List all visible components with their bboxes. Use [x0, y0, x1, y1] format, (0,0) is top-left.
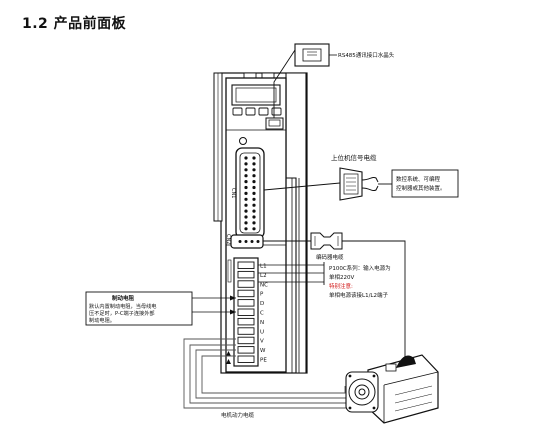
encoder-cable [342, 240, 406, 385]
terminal-label-l1: L1 [260, 264, 267, 270]
brake-note-box [85, 291, 193, 326]
power-line4: 单相电源该接L1/L2端子 [329, 291, 388, 299]
cn1-pin [244, 168, 248, 172]
cn1-pin [244, 185, 248, 190]
cn1-pin [244, 221, 248, 225]
cn1-pin [252, 180, 256, 184]
terminal-label-c: C [260, 311, 264, 317]
encoder-cable-label: 编码器电缆 [316, 253, 344, 261]
upper-cable-label: 上位机信号电缆 [331, 153, 377, 162]
cn1-pin [252, 227, 256, 231]
terminal-label-v: V [260, 339, 264, 345]
terminal-slots [237, 261, 255, 363]
terminal-slot-pe [237, 355, 255, 363]
terminal-slot-u [237, 327, 255, 335]
rs485-label: RS485通讯接口水晶头 [338, 51, 395, 59]
section-heading: 1.2 产品前面板 [22, 16, 127, 32]
cn1-pin [244, 215, 248, 219]
upper-note-box [391, 169, 459, 198]
cn1-pin [252, 185, 256, 190]
cn1-pin [244, 209, 248, 213]
terminal-label-l2: L2 [260, 273, 267, 279]
cn1-pin [252, 191, 256, 195]
cn1-pin [244, 174, 248, 178]
cn1-pin [252, 174, 256, 178]
cn1-pin [244, 227, 248, 231]
cn1-pin [252, 197, 256, 201]
terminal-label-nc: NC [260, 282, 268, 288]
cn1-pin [252, 215, 256, 219]
terminal-slot-c [237, 308, 255, 316]
power-caution: 特别注意: [329, 282, 353, 290]
cn1-pin [252, 156, 256, 160]
key-mode[interactable] [232, 107, 243, 116]
upper-cable-leader [263, 182, 341, 191]
brake-line2: 压不足时，P-C端子连接外部 [89, 309, 155, 317]
screw-top [239, 137, 247, 145]
upper-note-1: 数控系统、可编程 [396, 175, 441, 183]
power-title: P100C系列：输入电源为 [329, 264, 391, 272]
key-set[interactable] [271, 107, 282, 116]
cn1-pin [244, 203, 248, 207]
brake-line1: 默认内置制动电阻，当母线电 [89, 302, 156, 310]
terminal-slot-n [237, 317, 255, 326]
terminal-label-u: U [260, 329, 264, 335]
cn1-pin [252, 221, 256, 225]
terminal-slot-d [237, 299, 255, 307]
cn1-pin [244, 180, 248, 184]
brake-line3: 制动电阻。 [89, 316, 115, 324]
terminal-slot-l2 [237, 270, 255, 279]
cn2-label: CN2 [225, 234, 231, 244]
terminal-label-pe: PE [260, 358, 267, 364]
terminal-label-p: P [260, 292, 264, 298]
cn1-pins [244, 156, 256, 231]
terminal-slot-w [237, 346, 255, 354]
cn1-pin [252, 209, 256, 213]
cn1-pin [244, 156, 248, 160]
terminal-label-d: D [260, 301, 264, 307]
cn1-pin [244, 191, 248, 195]
key-up[interactable] [245, 107, 256, 116]
encoder-plug-icon [310, 232, 343, 250]
cn1-pin [244, 162, 248, 166]
cn1-pin [244, 197, 248, 201]
cn1-pin [252, 162, 256, 166]
cn1-label: CN1 [230, 188, 236, 198]
terminal-slot-p [237, 289, 255, 298]
power-line2: 单相220V [329, 273, 354, 281]
servo-motor-icon [345, 354, 439, 424]
motor-cable-label: 电机动力电缆 [221, 411, 255, 419]
terminal-slot-l1 [237, 261, 255, 269]
terminal-label-w: W [260, 348, 266, 354]
terminal-slot-v [237, 336, 255, 345]
terminal-label-n: N [260, 320, 264, 326]
upper-note-2: 控制器或其他装置。 [396, 184, 446, 192]
cn1-pin [252, 168, 256, 172]
key-down[interactable] [258, 107, 269, 116]
rs485-leader [273, 49, 296, 118]
brake-title: 制动电阻 [112, 294, 135, 302]
cn1-pin [252, 203, 256, 207]
terminal-slot-nc [237, 280, 255, 288]
